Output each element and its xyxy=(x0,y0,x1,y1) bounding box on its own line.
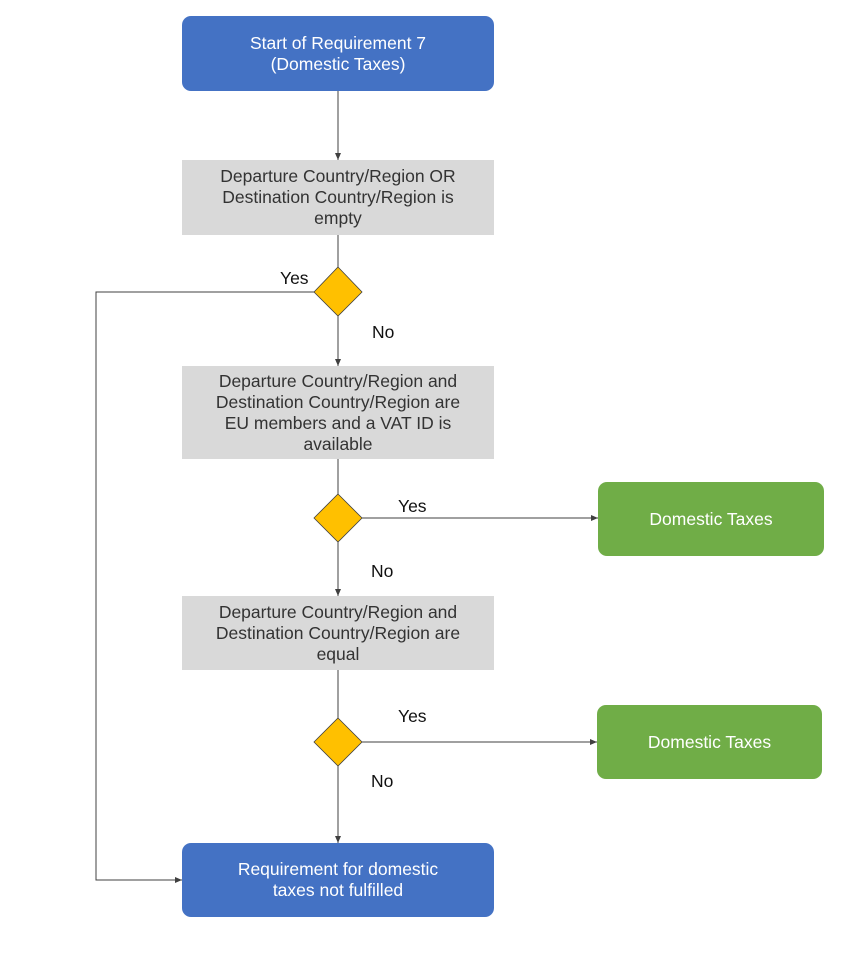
decision-diamond-3 xyxy=(313,717,363,767)
decision-1-yes-label: Yes xyxy=(280,268,309,288)
decision-3-yes-label: Yes xyxy=(398,706,427,726)
decision-diamond-2 xyxy=(313,493,363,543)
result-node-1: Domestic Taxes xyxy=(598,482,824,556)
decision-2-no-label: No xyxy=(371,561,394,581)
decision-1-no-label: No xyxy=(372,322,395,342)
decision-2-yes-label: Yes xyxy=(398,496,427,516)
decision-3-no-label: No xyxy=(371,771,394,791)
start-node: Start of Requirement 7 (Domestic Taxes) xyxy=(182,16,494,91)
result-node-2: Domestic Taxes xyxy=(597,705,822,779)
condition-empty-node: Departure Country/Region OR Destination … xyxy=(182,160,494,235)
end-node: Requirement for domestic taxes not fulfi… xyxy=(182,843,494,917)
condition-equal-node: Departure Country/Region and Destination… xyxy=(182,596,494,670)
decision-diamond-1 xyxy=(313,266,363,317)
connector-d1-yes-to-end xyxy=(95,291,314,883)
condition-eu-node: Departure Country/Region and Destination… xyxy=(182,366,494,459)
